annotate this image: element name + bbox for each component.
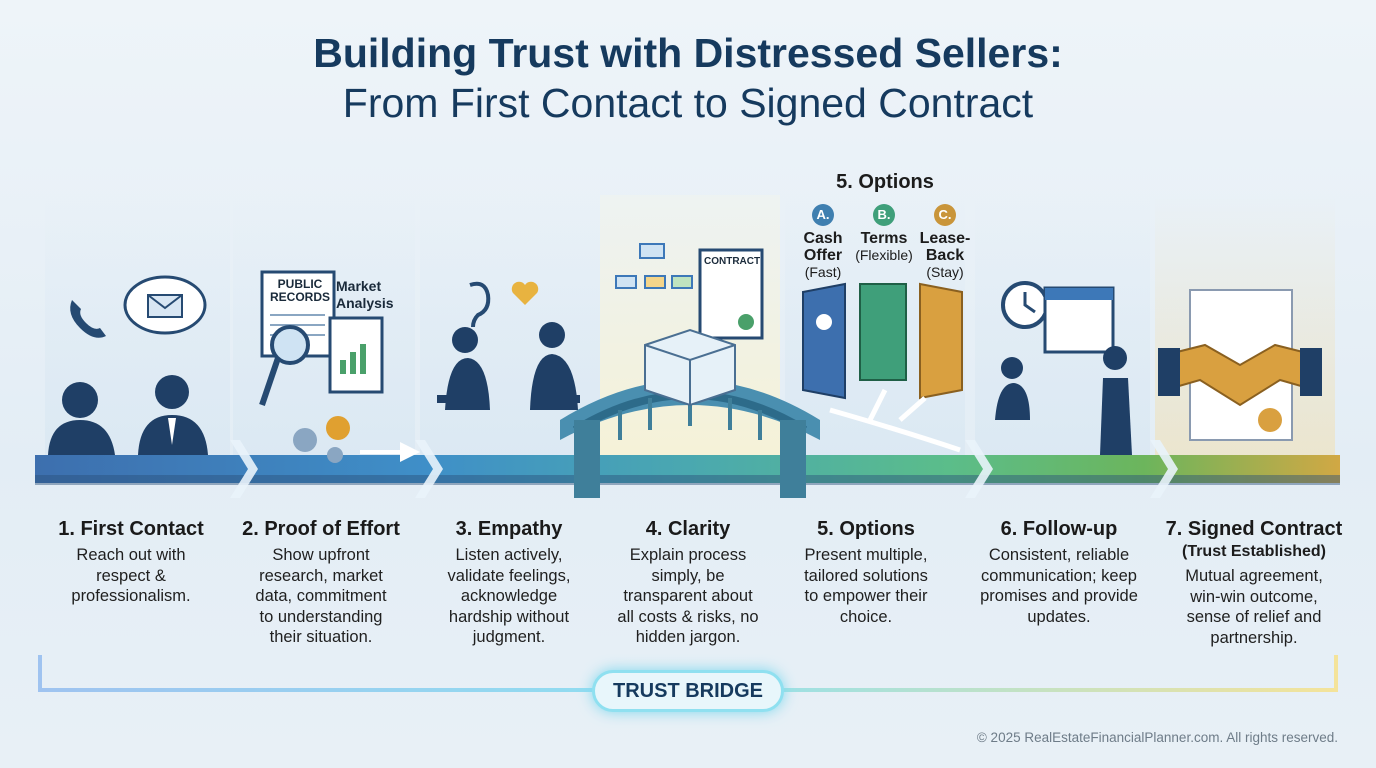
arrow-icon	[360, 442, 420, 462]
open-box-icon	[644, 328, 736, 407]
magnifying-glass-icon	[259, 325, 310, 406]
option-detail: (Fast)	[804, 264, 842, 280]
agent-icon	[138, 375, 208, 455]
option-name: Terms	[860, 230, 908, 247]
ribbon-path	[35, 455, 1340, 483]
step-description: Listen actively, validate feelings, ackn…	[447, 546, 571, 646]
market-analysis-label: Market Analysis	[336, 278, 394, 311]
option-name: Lease-Back	[919, 230, 971, 264]
contract-label: CONTRACT	[704, 256, 761, 267]
option-badge: C.	[934, 204, 956, 226]
step-description: Show upfront research, market data, comm…	[255, 546, 387, 646]
door-cash-offer-icon	[802, 282, 846, 400]
option-cash-offer: A. Cash Offer (Fast)	[791, 204, 855, 281]
envelope-thought-icon	[123, 275, 207, 335]
options-panel-title: 5. Options	[836, 171, 934, 193]
title-line-2: From First Contact to Signed Contract	[342, 80, 1034, 126]
option-badge: A.	[812, 204, 834, 226]
phone-icon	[70, 300, 106, 338]
door-terms-icon	[859, 283, 907, 381]
option-arrows	[829, 388, 961, 453]
option-lease-back: C. Lease-Back (Stay)	[913, 204, 977, 281]
market-chart-document-icon	[328, 316, 384, 394]
step-title: 2. Proof of Effort	[242, 518, 400, 540]
bridge-icon	[560, 380, 820, 498]
option-terms: B. Terms (Flexible)	[850, 204, 918, 264]
trust-bridge-label: TRUST BRIDGE	[592, 670, 784, 712]
heart-icon	[511, 281, 539, 305]
chevron-arrows	[230, 440, 1178, 498]
step-description: Present multiple, tailored solutions to …	[804, 546, 928, 626]
contract-document-icon	[698, 248, 764, 340]
option-name: Cash Offer	[803, 230, 843, 264]
step-signed-contract: 7. Signed Contract (Trust Established) Mut…	[1149, 518, 1359, 648]
step-title: 5. Options	[817, 518, 915, 540]
title-line-1: Building Trust with Distressed Sellers:	[313, 30, 1063, 76]
handshake-icon	[1158, 343, 1322, 407]
step-title: 6. Follow-up	[1000, 518, 1118, 540]
ear-icon	[469, 281, 491, 328]
option-badge: B.	[873, 204, 895, 226]
step-title: 3. Empathy	[455, 518, 563, 540]
public-records-label: PUBLIC RECORDS	[269, 277, 330, 304]
listening-people-icon	[437, 322, 580, 410]
door-lease-back-icon	[919, 282, 963, 400]
gears-icon	[293, 416, 350, 463]
option-detail: (Flexible)	[855, 247, 913, 263]
step-description: Explain process simply, be transparent a…	[617, 546, 759, 646]
step-title: 7. Signed Contract	[1165, 518, 1343, 540]
step-description: Reach out with respect & professionalism…	[71, 546, 191, 605]
clock-icon	[1001, 281, 1049, 329]
flowchart-icon	[615, 243, 693, 289]
calendar-icon	[1043, 286, 1115, 354]
step-title: 1. First Contact	[58, 518, 204, 540]
people-at-work-icon	[995, 346, 1132, 455]
option-detail: (Stay)	[926, 264, 964, 280]
step-title: 4. Clarity	[645, 518, 731, 540]
step-subtitle: (Trust Established)	[1181, 543, 1327, 560]
distressed-seller-icon	[48, 382, 115, 455]
step-description: Consistent, reliable communication; keep…	[980, 546, 1138, 626]
copyright: © 2025 RealEstateFinancialPlanner.com. A…	[976, 730, 1338, 745]
step-description: Mutual agreement, win-win outcome, sense…	[1185, 567, 1323, 647]
